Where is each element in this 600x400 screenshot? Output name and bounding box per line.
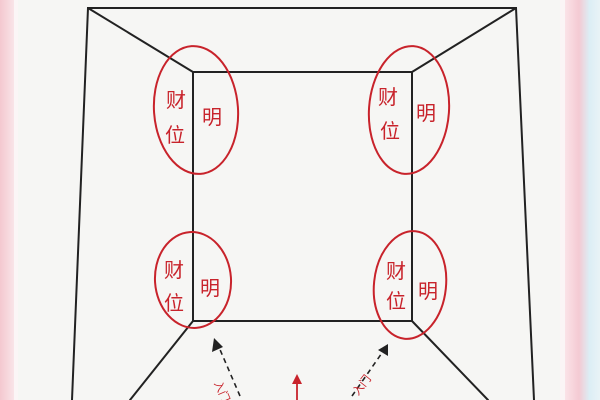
br-ming-char: 明: [418, 279, 438, 303]
tl-wei-char: 位: [165, 123, 185, 147]
bl-ming-char: 明: [200, 276, 220, 300]
left-border-strip: [0, 0, 14, 400]
oval-bottom-right: [372, 230, 448, 340]
diagonal-bottom-left: [129, 320, 194, 400]
tr-cai-char: 财: [378, 85, 398, 109]
tl-cai-char: 财: [166, 88, 186, 112]
oval-top-left: [152, 45, 240, 175]
room-outline: [71, 7, 535, 400]
paper-sheet: [18, 0, 560, 400]
oval-top-right: [367, 45, 451, 175]
left-arrowhead: [212, 338, 223, 352]
right-border-strip: [565, 0, 600, 400]
diagonal-bottom-right: [411, 320, 489, 400]
diagonal-top-left: [87, 7, 194, 73]
bl-wei-char: 位: [164, 291, 184, 315]
left-entrance-label: 入门: [211, 379, 233, 400]
right-dashed-arrow: [351, 349, 385, 397]
tr-ming-char: 明: [416, 101, 436, 125]
tr-wei-char: 位: [380, 119, 400, 143]
br-cai-char: 财: [386, 259, 406, 283]
br-wei-char: 位: [386, 289, 406, 313]
diagonal-top-right: [411, 7, 517, 73]
inner-wall-rect: [192, 71, 413, 322]
right-arrowhead: [378, 344, 388, 356]
tl-ming-char: 明: [202, 105, 222, 129]
center-red-arrowhead: [292, 374, 302, 384]
outer-wall-line: [71, 7, 535, 400]
left-dashed-arrow: [217, 344, 241, 397]
bl-cai-char: 财: [164, 258, 184, 282]
oval-bottom-left: [153, 231, 233, 329]
